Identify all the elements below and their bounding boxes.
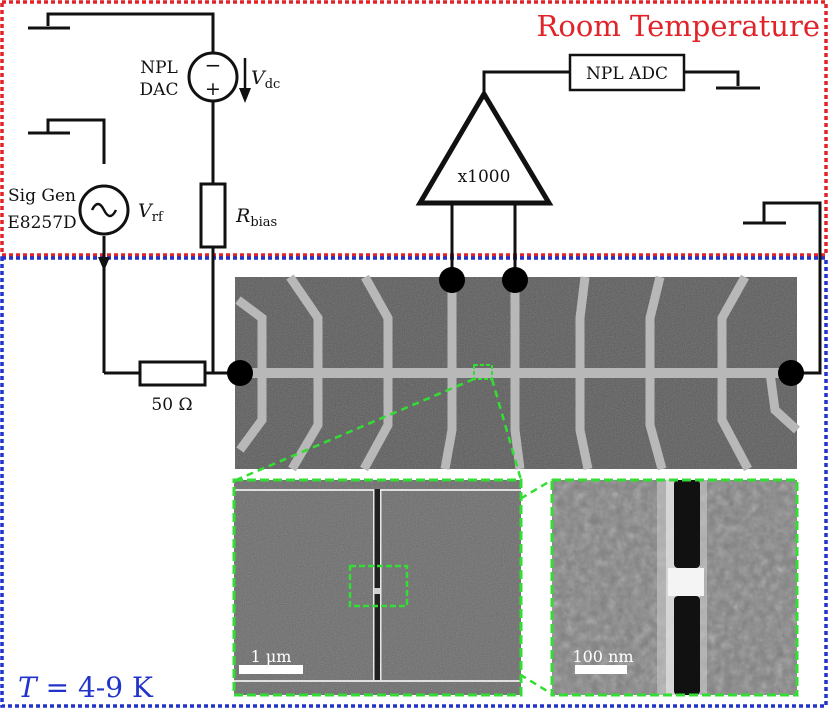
amp-input-dot-left bbox=[439, 267, 465, 293]
adc-box bbox=[568, 53, 686, 92]
sig-gen-label-line1: Sig Gen bbox=[8, 186, 76, 206]
adc-label: NPL ADC bbox=[586, 64, 668, 84]
dac-plus-sign: + bbox=[205, 78, 221, 100]
sem-zoom-right bbox=[550, 478, 799, 697]
scalebar-mid-label: 1 μm bbox=[251, 647, 292, 666]
rbias-label: Rbias bbox=[235, 205, 277, 230]
temperature-range-label: T = 4-9 K bbox=[18, 671, 154, 704]
scalebar-right bbox=[575, 665, 627, 674]
amp-input-dot-right bbox=[502, 267, 528, 293]
vdc-label: Vdc bbox=[251, 67, 280, 92]
scalebar-right-label: 100 nm bbox=[572, 647, 633, 666]
scalebar-mid bbox=[239, 665, 303, 674]
right-terminal-dot bbox=[778, 360, 804, 386]
fifty-ohm-resistor bbox=[138, 360, 207, 387]
bias-resistor bbox=[199, 182, 227, 249]
rf-direction-arrow bbox=[98, 257, 110, 271]
temperature-range-value: = 4-9 K bbox=[37, 671, 154, 704]
zoom-region-mid bbox=[348, 564, 409, 608]
dac-label-line1: NPL bbox=[140, 58, 178, 78]
zoom-region-main bbox=[473, 364, 493, 380]
amplifier-triangle bbox=[415, 89, 554, 206]
sem-zoom-mid bbox=[232, 478, 523, 697]
dac-label-line2: DAC bbox=[140, 80, 179, 100]
sem-device-image bbox=[235, 274, 801, 472]
temperature-symbol: T bbox=[18, 671, 39, 704]
sine-wave-icon bbox=[90, 202, 118, 218]
left-terminal-dot bbox=[227, 360, 253, 386]
vrf-label: Vrf bbox=[138, 200, 164, 225]
vdc-arrow bbox=[239, 58, 251, 103]
room-temperature-label: Room Temperature bbox=[537, 9, 820, 43]
cold-region bbox=[0, 256, 828, 708]
sig-gen-label-line2: E8257D bbox=[7, 213, 76, 233]
amplifier-gain-label: x1000 bbox=[458, 167, 511, 187]
dac-voltage-source: − + bbox=[187, 51, 239, 103]
dac-minus-sign: − bbox=[205, 53, 222, 77]
fifty-ohm-label: 50 Ω bbox=[151, 395, 192, 415]
signal-generator-source bbox=[78, 184, 130, 236]
